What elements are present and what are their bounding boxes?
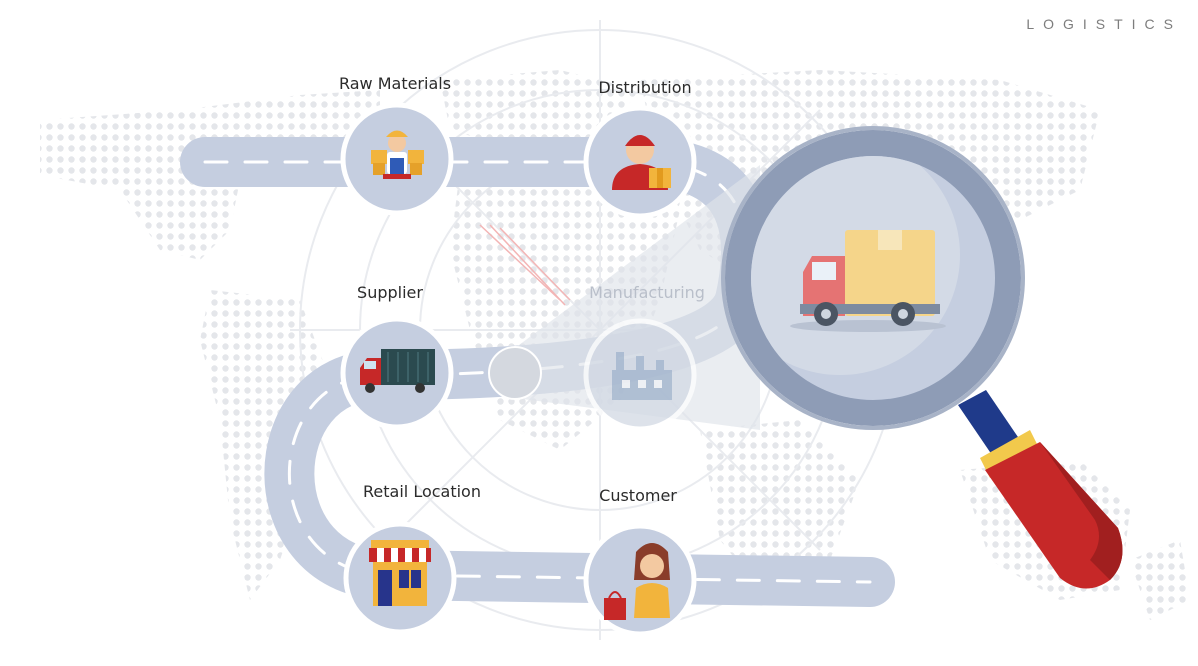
brand-wordmark: LOGISTICS bbox=[1026, 16, 1182, 32]
stage-node-distribution bbox=[583, 105, 697, 219]
cargo-truck-icon bbox=[360, 349, 435, 393]
stage-label-manufacturing: Manufacturing bbox=[589, 283, 705, 302]
stage-label-customer: Customer bbox=[599, 486, 677, 505]
magnifier-handle bbox=[958, 390, 1123, 589]
stage-label-raw-materials: Raw Materials bbox=[338, 74, 452, 93]
stage-node-customer bbox=[583, 523, 697, 637]
storefront-icon bbox=[369, 540, 431, 606]
stage-node-supplier bbox=[340, 316, 454, 430]
stage-node-raw-materials bbox=[340, 102, 454, 216]
lens-beam bbox=[515, 165, 760, 430]
shopper-with-bag-icon bbox=[604, 543, 670, 620]
factory-icon bbox=[612, 352, 672, 400]
stage-label-supplier: Supplier bbox=[357, 283, 423, 302]
stage-node-retail-location bbox=[343, 521, 457, 635]
stage-label-retail-location: Retail Location bbox=[363, 482, 481, 501]
magnifying-glass bbox=[721, 126, 1123, 589]
worker-with-boxes-icon bbox=[371, 130, 424, 179]
stage-node-manufacturing bbox=[583, 318, 697, 432]
beam-origin bbox=[488, 346, 542, 400]
compass-needle bbox=[479, 224, 571, 306]
delivery-man-icon bbox=[612, 135, 671, 190]
delivery-truck-icon bbox=[790, 230, 946, 332]
stage-label-distribution: Distribution bbox=[598, 78, 692, 97]
